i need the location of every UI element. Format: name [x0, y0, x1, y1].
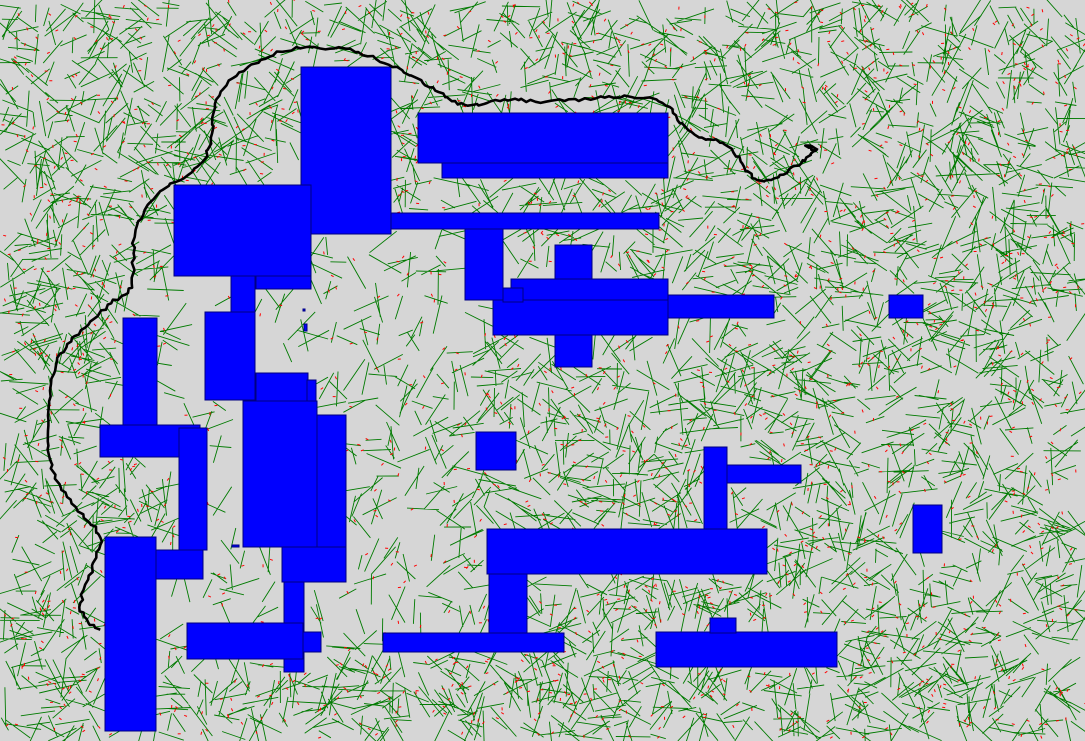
obstacle [122, 317, 158, 426]
obstacle [186, 622, 304, 660]
obstacle [231, 544, 240, 548]
obstacle [554, 334, 593, 368]
obstacle [492, 299, 669, 336]
obstacle [173, 184, 312, 277]
obstacle [155, 549, 204, 580]
obstacle [303, 323, 308, 332]
obstacles [99, 66, 943, 732]
obstacle [709, 617, 737, 634]
obstacle [486, 528, 768, 575]
obstacle [300, 66, 392, 235]
obstacle [316, 414, 347, 549]
obstacle [390, 212, 660, 230]
obstacle [510, 278, 669, 302]
obstacle [302, 308, 306, 312]
obstacle [104, 536, 157, 732]
obstacle [242, 400, 318, 548]
obstacle [475, 431, 517, 471]
obstacle [912, 504, 943, 554]
obstacle [703, 446, 728, 531]
obstacle [255, 372, 309, 402]
obstacle [230, 275, 256, 314]
obstacle [417, 112, 669, 164]
obstacle [178, 427, 208, 551]
obstacle [655, 631, 838, 668]
obstacle [726, 464, 802, 484]
solution-path [46, 45, 819, 631]
obstacle [554, 244, 593, 281]
obstacle [888, 294, 924, 319]
obstacle [502, 287, 524, 303]
obstacle [382, 632, 565, 653]
obstacle [464, 228, 504, 301]
obstacle [204, 311, 256, 401]
obstacle [667, 294, 775, 319]
obstacle [302, 631, 322, 653]
obstacle [441, 162, 669, 179]
obstacle [488, 573, 528, 635]
obstacle [281, 546, 347, 583]
obstacle [306, 379, 317, 402]
obstacle [255, 275, 312, 290]
